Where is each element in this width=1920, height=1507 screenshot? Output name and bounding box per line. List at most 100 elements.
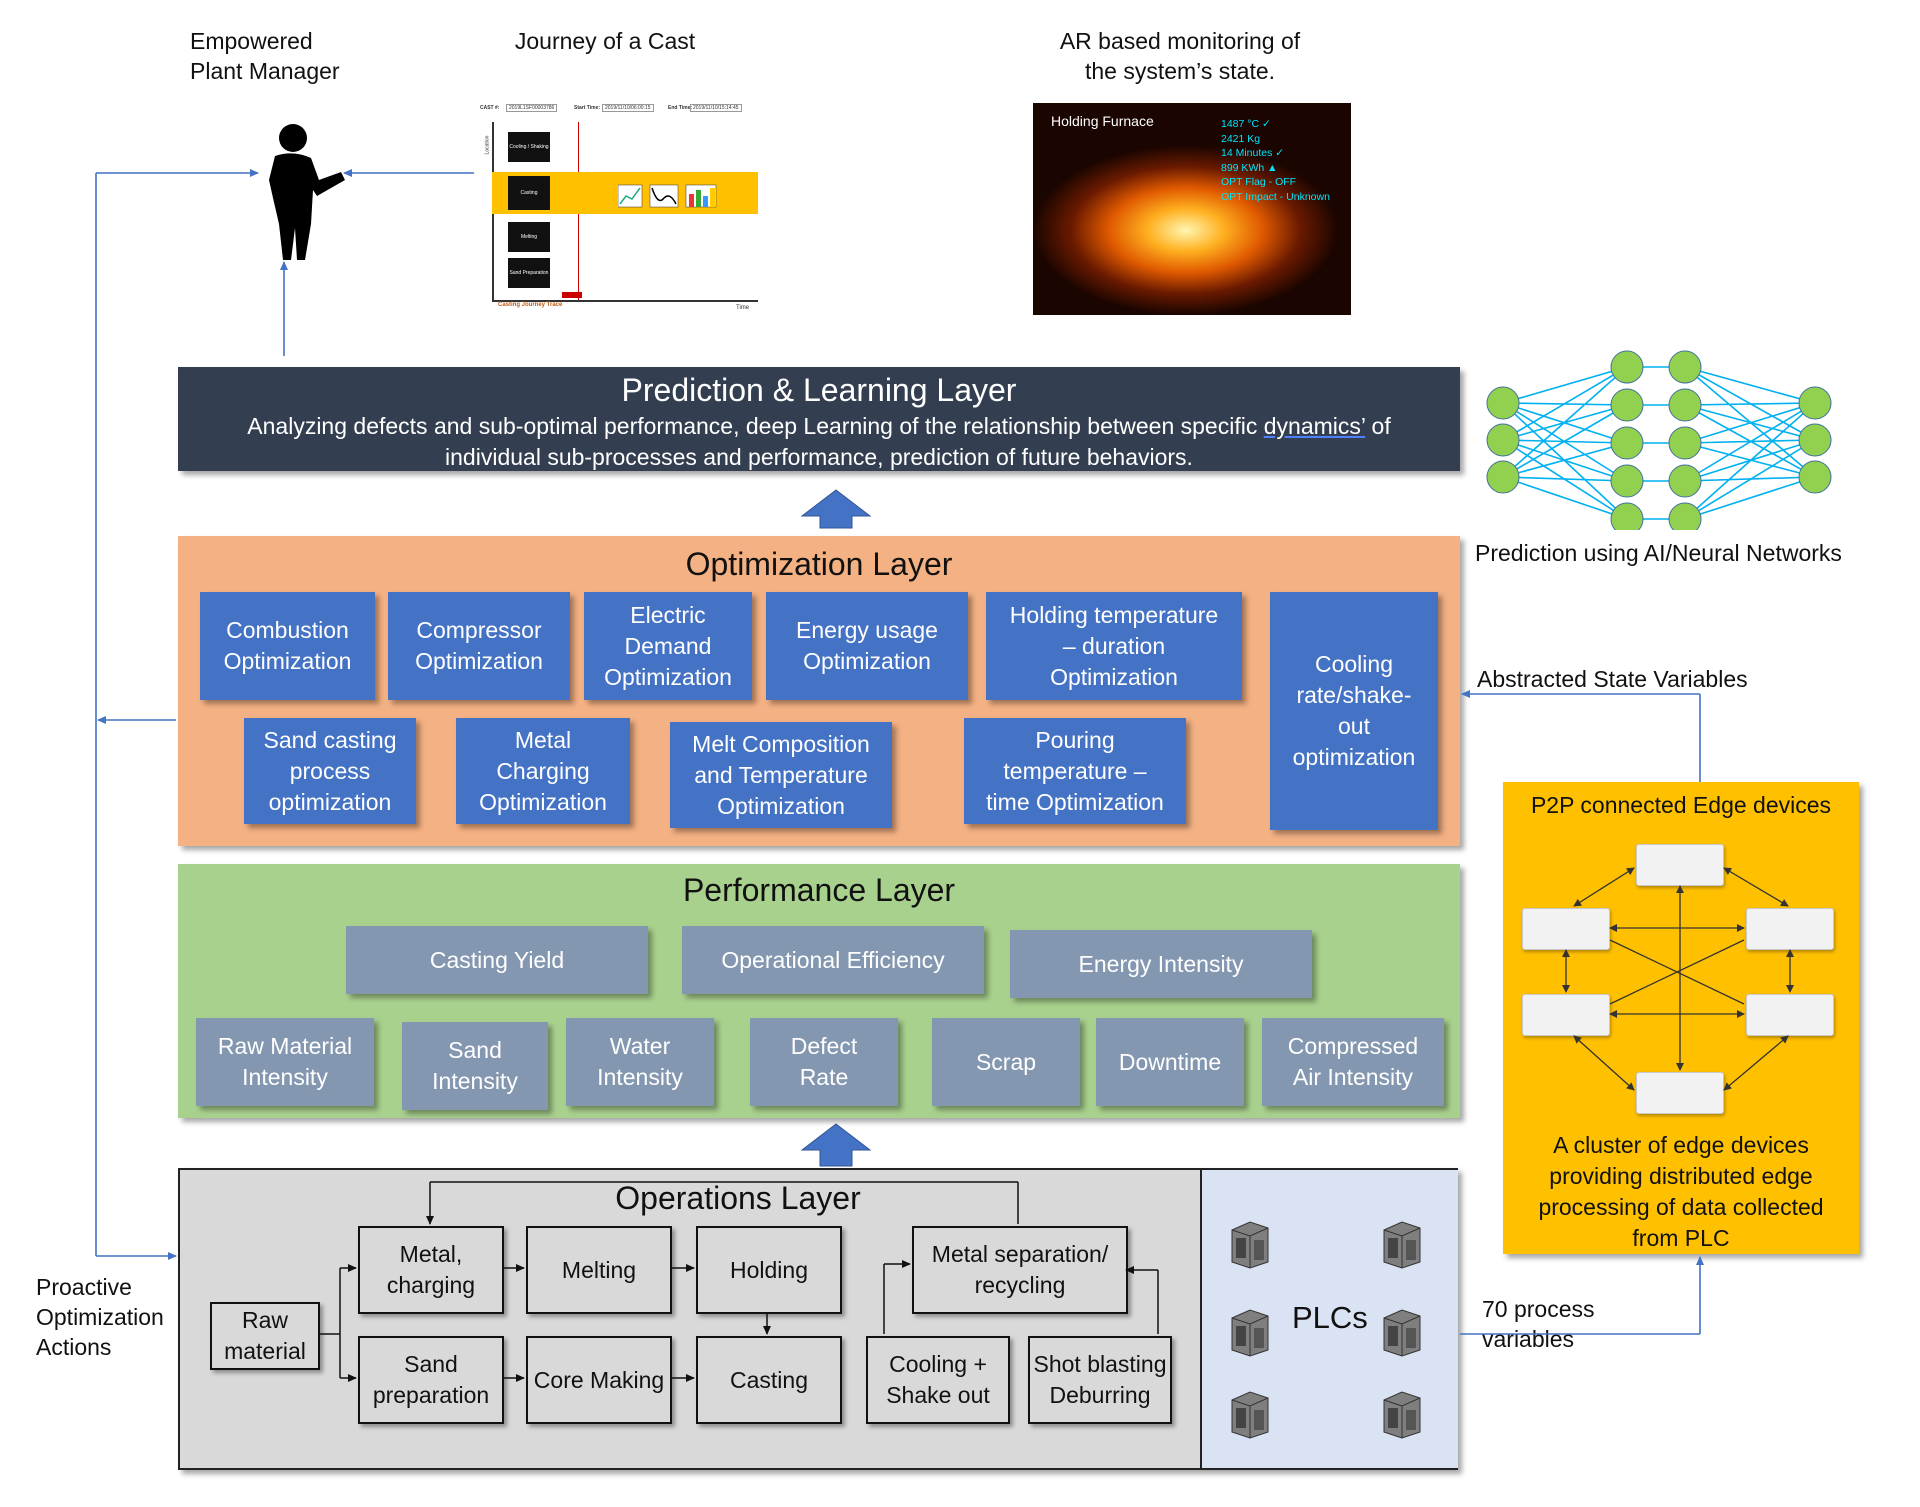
nn-connection — [1502, 366, 1628, 478]
nn-connection — [1502, 366, 1628, 404]
scrap: Scrap — [932, 1018, 1080, 1106]
nn-connection — [1684, 402, 1816, 482]
edge-device-icon — [1746, 994, 1834, 1036]
start-value: 2019/11/10/06:00:15 — [602, 104, 654, 112]
neural-network-caption: Prediction using AI/Neural Networks — [1475, 540, 1842, 566]
energy-intensity: Energy Intensity — [1010, 930, 1312, 998]
up-arrow-icon — [800, 489, 872, 529]
nn-connection — [1502, 366, 1628, 441]
nn-node — [1668, 502, 1702, 530]
nn-connection — [1684, 402, 1816, 520]
edge-panel-title: P2P connected Edge devices — [1530, 792, 1832, 818]
cast-id: 2019L1SF00003786 — [506, 104, 558, 112]
nn-connection — [1684, 439, 1816, 520]
ar-reading: 14 Minutes ✓ — [1221, 147, 1285, 159]
ar-readings: 1487 °C ✓ 2421 Kg 14 Minutes ✓ 899 KWh ▲… — [1221, 117, 1330, 204]
journey-label: Journey of a Cast — [514, 28, 696, 54]
nn-connection — [1684, 402, 1816, 444]
nn-node — [1610, 502, 1644, 530]
neural-network-icon — [1486, 350, 1832, 530]
nn-connection — [1502, 476, 1628, 482]
ar-reading: OPT Impact - Unknown — [1221, 190, 1330, 203]
journey-stage-sand: Sand Preparation — [508, 258, 550, 288]
ar-reading: 899 KWh ▲ — [1221, 161, 1278, 174]
melting-box: Melting — [526, 1226, 672, 1314]
nn-node — [1486, 386, 1520, 420]
journey-x-axis: Time — [736, 305, 750, 311]
ar-reading: 2421 Kg — [1221, 132, 1261, 145]
edge-device-icon — [1636, 844, 1724, 886]
nn-node — [1668, 464, 1702, 498]
process-variables-label: 70 process variables — [1482, 1296, 1595, 1352]
journey-stage-melting: Melting — [508, 222, 550, 252]
metal-separation-box: Metal separation/ recycling — [912, 1226, 1128, 1314]
prediction-layer: Prediction & Learning Layer Analyzing de… — [178, 367, 1460, 471]
raw-material-box: Raw material — [210, 1302, 320, 1370]
end-value: 2019/11/10/15:14:45 — [690, 104, 742, 112]
operations-layer-title: Operations Layer — [615, 1180, 861, 1216]
ar-reading: 1487 °C ✓ — [1221, 118, 1271, 130]
nn-connection — [1502, 476, 1628, 520]
downtime: Downtime — [1096, 1018, 1244, 1106]
holding-temperature-optimization: Holding temperature – duration Optimizat… — [986, 592, 1242, 700]
journey-stage-casting: Casting — [508, 176, 550, 210]
melt-composition-optimization: Melt Composition and Temperature Optimiz… — [670, 722, 892, 828]
sand-casting-optimization: Sand casting process optimization — [244, 718, 416, 824]
end-label: End Time: — [668, 105, 693, 111]
journey-stage-cooling: Cooling / Shaking — [508, 132, 550, 162]
edge-device-icon — [1522, 994, 1610, 1036]
optimization-layer-title: Optimization Layer — [685, 546, 953, 582]
nn-node — [1610, 464, 1644, 498]
defect-rate: Defect Rate — [750, 1018, 898, 1106]
nn-node — [1798, 460, 1832, 494]
water-intensity: Water Intensity — [566, 1018, 714, 1106]
nn-node — [1798, 423, 1832, 457]
metal-charging-optimization: Metal Charging Optimization — [456, 718, 630, 824]
plant-manager-icon — [269, 124, 345, 260]
nn-connection — [1502, 404, 1628, 478]
prediction-layer-title: Prediction & Learning Layer — [621, 372, 1017, 408]
cast-label: CAST #: — [480, 105, 500, 111]
cooling-rate-optimization: Cooling rate/shake- out optimization — [1270, 592, 1438, 830]
energy-usage-optimization: Energy usage Optimization — [766, 592, 968, 700]
manager-label: Empowered Plant Manager — [190, 28, 340, 84]
journey-chart: CAST #: 2019L1SF00003786 Start Time: 201… — [478, 102, 760, 311]
holding-box: Holding — [696, 1226, 842, 1314]
sand-preparation-box: Sand preparation — [358, 1336, 504, 1424]
combustion-optimization: Combustion Optimization — [200, 592, 375, 700]
casting-yield: Casting Yield — [346, 926, 648, 994]
start-label: Start Time: — [574, 105, 601, 111]
ar-reading: OPT Flag - OFF — [1221, 176, 1297, 188]
ar-panel-title: Holding Furnace — [1051, 113, 1154, 129]
compressed-air-intensity: Compressed Air Intensity — [1262, 1018, 1444, 1106]
compressor-optimization: Compressor Optimization — [388, 592, 570, 700]
nn-node — [1668, 388, 1702, 422]
journey-trace-label: Casting Journey Trace — [498, 302, 563, 308]
nn-connection — [1684, 402, 1816, 406]
dynamics-term: dynamics’ — [1263, 413, 1366, 439]
nn-node — [1610, 426, 1644, 460]
metal-charging-box: Metal, charging — [358, 1226, 504, 1314]
nn-node — [1668, 350, 1702, 384]
electric-demand-optimization: Electric Demand Optimization — [584, 592, 752, 700]
performance-layer-title: Performance Layer — [682, 872, 956, 908]
shot-blasting-box: Shot blasting Deburring — [1028, 1336, 1172, 1424]
nn-node — [1486, 423, 1520, 457]
nn-connection — [1684, 476, 1816, 520]
nn-node — [1486, 460, 1520, 494]
nn-connection — [1684, 366, 1816, 404]
core-making-box: Core Making — [526, 1336, 672, 1424]
edge-device-icon — [1636, 1072, 1724, 1114]
operational-efficiency: Operational Efficiency — [682, 926, 984, 994]
sand-intensity: Sand Intensity — [402, 1022, 548, 1110]
nn-connection — [1502, 442, 1628, 478]
nn-node — [1798, 386, 1832, 420]
up-arrow-icon — [800, 1123, 872, 1167]
cooling-shakeout-box: Cooling + Shake out — [866, 1336, 1010, 1424]
raw-material-intensity: Raw Material Intensity — [196, 1018, 374, 1106]
nn-node — [1668, 426, 1702, 460]
abstracted-state-label: Abstracted State Variables — [1477, 666, 1748, 692]
prediction-layer-desc: Analyzing defects and sub-optimal perfor… — [247, 413, 1391, 470]
proactive-actions-label: Proactive Optimization Actions — [36, 1274, 164, 1360]
